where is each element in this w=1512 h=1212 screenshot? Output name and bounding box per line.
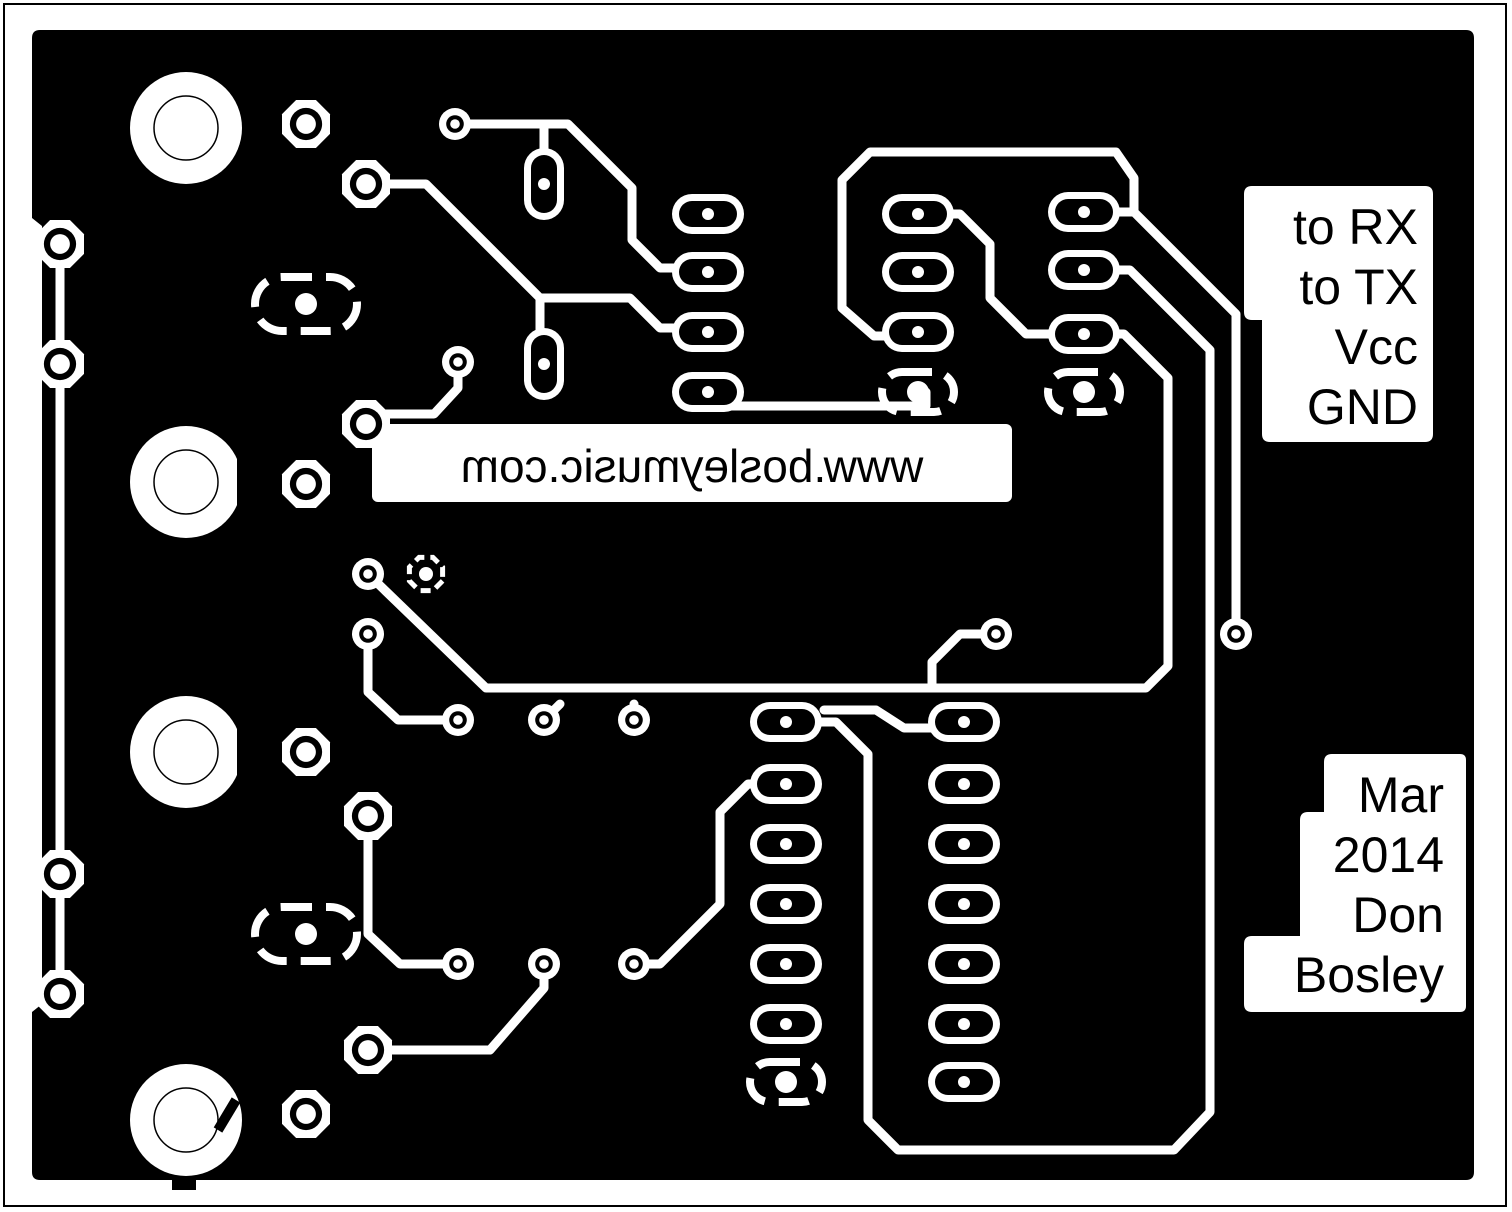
- thermal-pad: [251, 903, 361, 965]
- url-label-box: [372, 424, 1012, 502]
- jack-hole: [153, 1087, 219, 1153]
- drill-hole: [50, 234, 70, 254]
- drill-hole: [780, 898, 792, 910]
- label-to-rx: to RX: [1293, 199, 1418, 255]
- drill-hole: [958, 1018, 970, 1030]
- drill-hole: [780, 958, 792, 970]
- drill-hole: [50, 864, 70, 884]
- drill-hole: [50, 354, 70, 374]
- jack-mount: [130, 72, 242, 184]
- drill-hole: [453, 959, 463, 969]
- drill-hole: [539, 959, 549, 969]
- drill-hole: [539, 715, 549, 725]
- credit-labels: Mar 2014 Don Bosley: [1294, 767, 1444, 1003]
- trace: [837, 147, 1139, 341]
- jack-hole: [153, 719, 219, 785]
- drill-hole: [356, 174, 376, 194]
- drill-hole: [538, 358, 550, 370]
- drill-hole: [538, 178, 550, 190]
- drill-hole: [363, 569, 373, 579]
- drill-hole: [296, 742, 316, 762]
- thermal-pad: [1044, 368, 1124, 416]
- drill-hole: [296, 474, 316, 494]
- thermal-pad-center: [419, 567, 433, 581]
- jack-hole: [153, 95, 219, 161]
- trace: [363, 811, 463, 969]
- drill-hole: [629, 715, 639, 725]
- drill-hole: [991, 629, 1001, 639]
- credit-label-box: [1244, 754, 1466, 1012]
- trace: [781, 265, 1215, 1155]
- serial-label-box: [1244, 186, 1433, 442]
- jack-cut: [213, 1097, 241, 1133]
- thermal-pad-center: [907, 381, 929, 403]
- drill-hole: [1078, 328, 1090, 340]
- label-year: 2014: [1333, 827, 1444, 883]
- thermal-pad: [406, 554, 446, 594]
- drill-hole: [958, 716, 970, 728]
- thermal-pad: [878, 368, 958, 416]
- website-label: www.bosleymusic.com: [461, 440, 925, 492]
- drill-hole: [780, 716, 792, 728]
- serial-labels: to RX to TX Vcc GND: [1293, 199, 1418, 435]
- jack-hole: [153, 449, 219, 515]
- drill-hole: [1231, 629, 1241, 639]
- drill-hole: [780, 838, 792, 850]
- thermal-pad-center: [295, 293, 317, 315]
- label-month: Mar: [1358, 767, 1444, 823]
- drill-hole: [958, 838, 970, 850]
- trace: [927, 629, 1001, 693]
- drill-hole: [50, 984, 70, 1004]
- drill-hole: [358, 1040, 378, 1060]
- thermal-pad-center: [295, 923, 317, 945]
- drill-hole: [702, 208, 714, 220]
- trace: [363, 329, 1173, 693]
- drill-hole: [780, 778, 792, 790]
- trace: [450, 119, 717, 273]
- drill-hole: [702, 326, 714, 338]
- drill-hole: [296, 1104, 316, 1124]
- drill-hole: [450, 119, 460, 129]
- trace: [1129, 207, 1241, 639]
- jack-mount: [130, 1064, 242, 1176]
- drill-hole: [453, 357, 463, 367]
- thermal-pad: [251, 273, 361, 335]
- drill-hole: [958, 778, 970, 790]
- thermal-pad-center: [1073, 381, 1095, 403]
- drill-hole: [912, 266, 924, 278]
- label-to-tx: to TX: [1299, 259, 1418, 315]
- drill-hole: [363, 629, 373, 639]
- label-gnd: GND: [1307, 379, 1418, 435]
- label-vcc: Vcc: [1335, 319, 1418, 375]
- drill-hole: [958, 1076, 970, 1088]
- drill-hole: [629, 959, 639, 969]
- drill-hole: [1078, 206, 1090, 218]
- drill-hole: [296, 114, 316, 134]
- thermal-pad-center: [775, 1071, 797, 1093]
- drill-hole: [1078, 264, 1090, 276]
- drill-hole: [958, 958, 970, 970]
- drill-hole: [453, 715, 463, 725]
- drill-hole: [702, 386, 714, 398]
- drill-hole: [358, 806, 378, 826]
- trace: [363, 629, 463, 725]
- drill-hole: [356, 414, 376, 434]
- drill-hole: [912, 208, 924, 220]
- drill-hole: [912, 326, 924, 338]
- drill-hole: [780, 1018, 792, 1030]
- component-pads: [36, 72, 1252, 1176]
- label-first-name: Don: [1352, 887, 1444, 943]
- thermal-pad: [746, 1058, 826, 1106]
- jack-mount: [130, 426, 242, 538]
- drill-hole: [958, 898, 970, 910]
- jack-mount: [130, 696, 242, 808]
- label-last-name: Bosley: [1294, 947, 1444, 1003]
- drill-hole: [702, 266, 714, 278]
